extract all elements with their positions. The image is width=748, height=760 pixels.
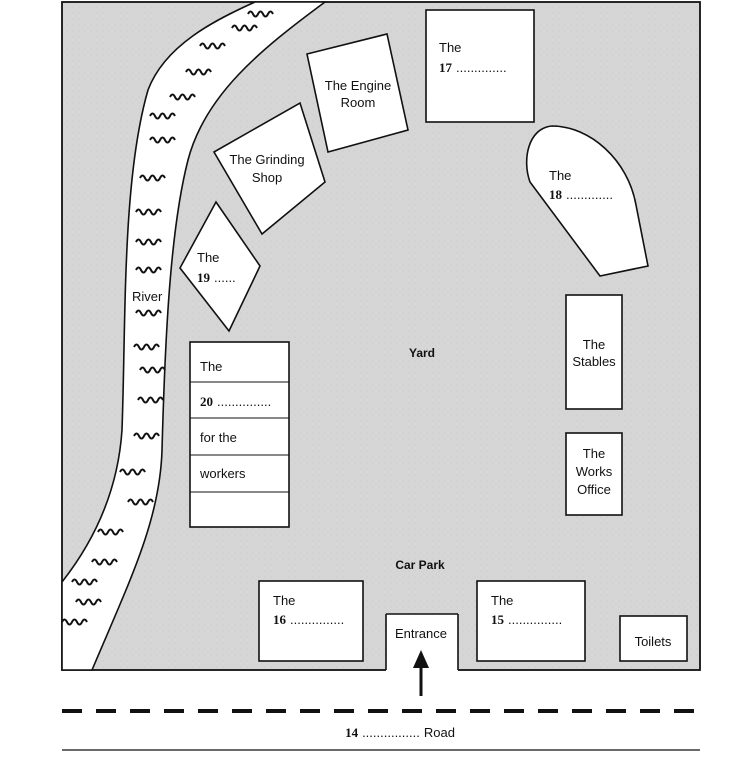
building-toilets: Toilets [619,615,688,662]
building-17: The 17.............. [425,9,535,123]
entrance-arrow [413,650,429,696]
svg-text:The: The [197,250,219,265]
svg-text:18.............: 18............. [549,187,613,202]
svg-text:Room: Room [341,95,376,110]
river [61,1,328,671]
svg-text:for the: for the [200,430,237,445]
svg-text:workers: workers [199,466,246,481]
svg-text:The: The [200,359,222,374]
svg-text:16...............: 16............... [273,612,344,627]
building-stables: The Stables [565,294,623,410]
svg-text:19......: 19...... [197,270,236,285]
svg-text:Toilets: Toilets [635,634,672,649]
svg-text:Stables: Stables [572,354,616,369]
svg-text:The: The [273,593,295,608]
svg-text:20...............: 20............... [200,394,271,409]
svg-text:The: The [583,446,605,461]
svg-text:The: The [583,337,605,352]
svg-text:Shop: Shop [252,170,282,185]
svg-text:Entrance: Entrance [395,626,447,641]
river-label: River [132,289,163,304]
svg-text:The Grinding: The Grinding [229,152,304,167]
building-works-office: The Works Office [565,432,623,516]
yard-label: Yard [409,346,435,360]
building-engine-room: The Engine Room [306,33,409,153]
building-grinding-shop: The Grinding Shop [212,101,326,236]
building-19: The 19...... [179,200,261,333]
building-20: The 20............... for the workers [189,341,290,528]
svg-text:The Engine: The Engine [325,78,392,93]
svg-text:17..............: 17.............. [439,60,507,75]
building-15: The 15............... [476,580,586,662]
building-16: The 16............... [258,580,364,662]
svg-text:The: The [549,168,571,183]
svg-text:The: The [491,593,513,608]
svg-text:15...............: 15............... [491,612,562,627]
svg-text:Office: Office [577,482,611,497]
car-park-label: Car Park [395,558,445,572]
svg-text:The: The [439,40,461,55]
svg-text:Works: Works [576,464,613,479]
road-label: 14................Road [345,725,455,740]
building-18: The 18............. [525,125,649,277]
